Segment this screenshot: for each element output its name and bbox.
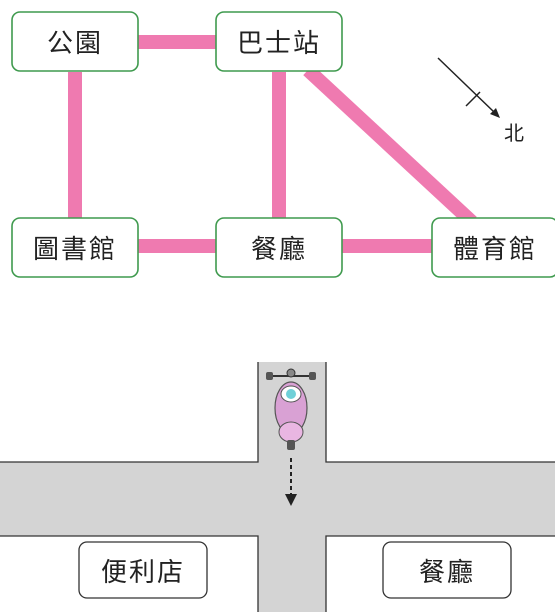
map-paths [68, 35, 477, 253]
street-scene: 便利店 餐廳 [0, 362, 555, 612]
shop-convenience-store: 便利店 [78, 541, 208, 599]
direction-arrow-icon [285, 458, 297, 506]
node-bus-stop-label: 巴士站 [237, 29, 321, 59]
motorcycle-icon [266, 368, 316, 450]
compass-north-label: 北 [504, 121, 524, 145]
compass-arrow-icon [437, 57, 495, 113]
node-stadium-label: 體育館 [453, 235, 537, 265]
path-busstop-stadium [303, 64, 477, 228]
shop-convenience-store-label: 便利店 [101, 558, 185, 588]
node-restaurant-label: 餐廳 [251, 235, 307, 265]
node-stadium: 體育館 [431, 217, 555, 278]
node-library: 圖書館 [11, 217, 139, 278]
node-park-label: 公園 [47, 29, 103, 59]
shop-restaurant: 餐廳 [382, 541, 512, 599]
node-library-label: 圖書館 [33, 235, 117, 265]
node-bus-stop: 巴士站 [215, 11, 343, 72]
shop-restaurant-label: 餐廳 [419, 558, 475, 588]
compass: 北 [437, 57, 524, 145]
node-restaurant: 餐廳 [215, 217, 343, 278]
node-park: 公園 [11, 11, 139, 72]
road-edges [0, 362, 555, 612]
